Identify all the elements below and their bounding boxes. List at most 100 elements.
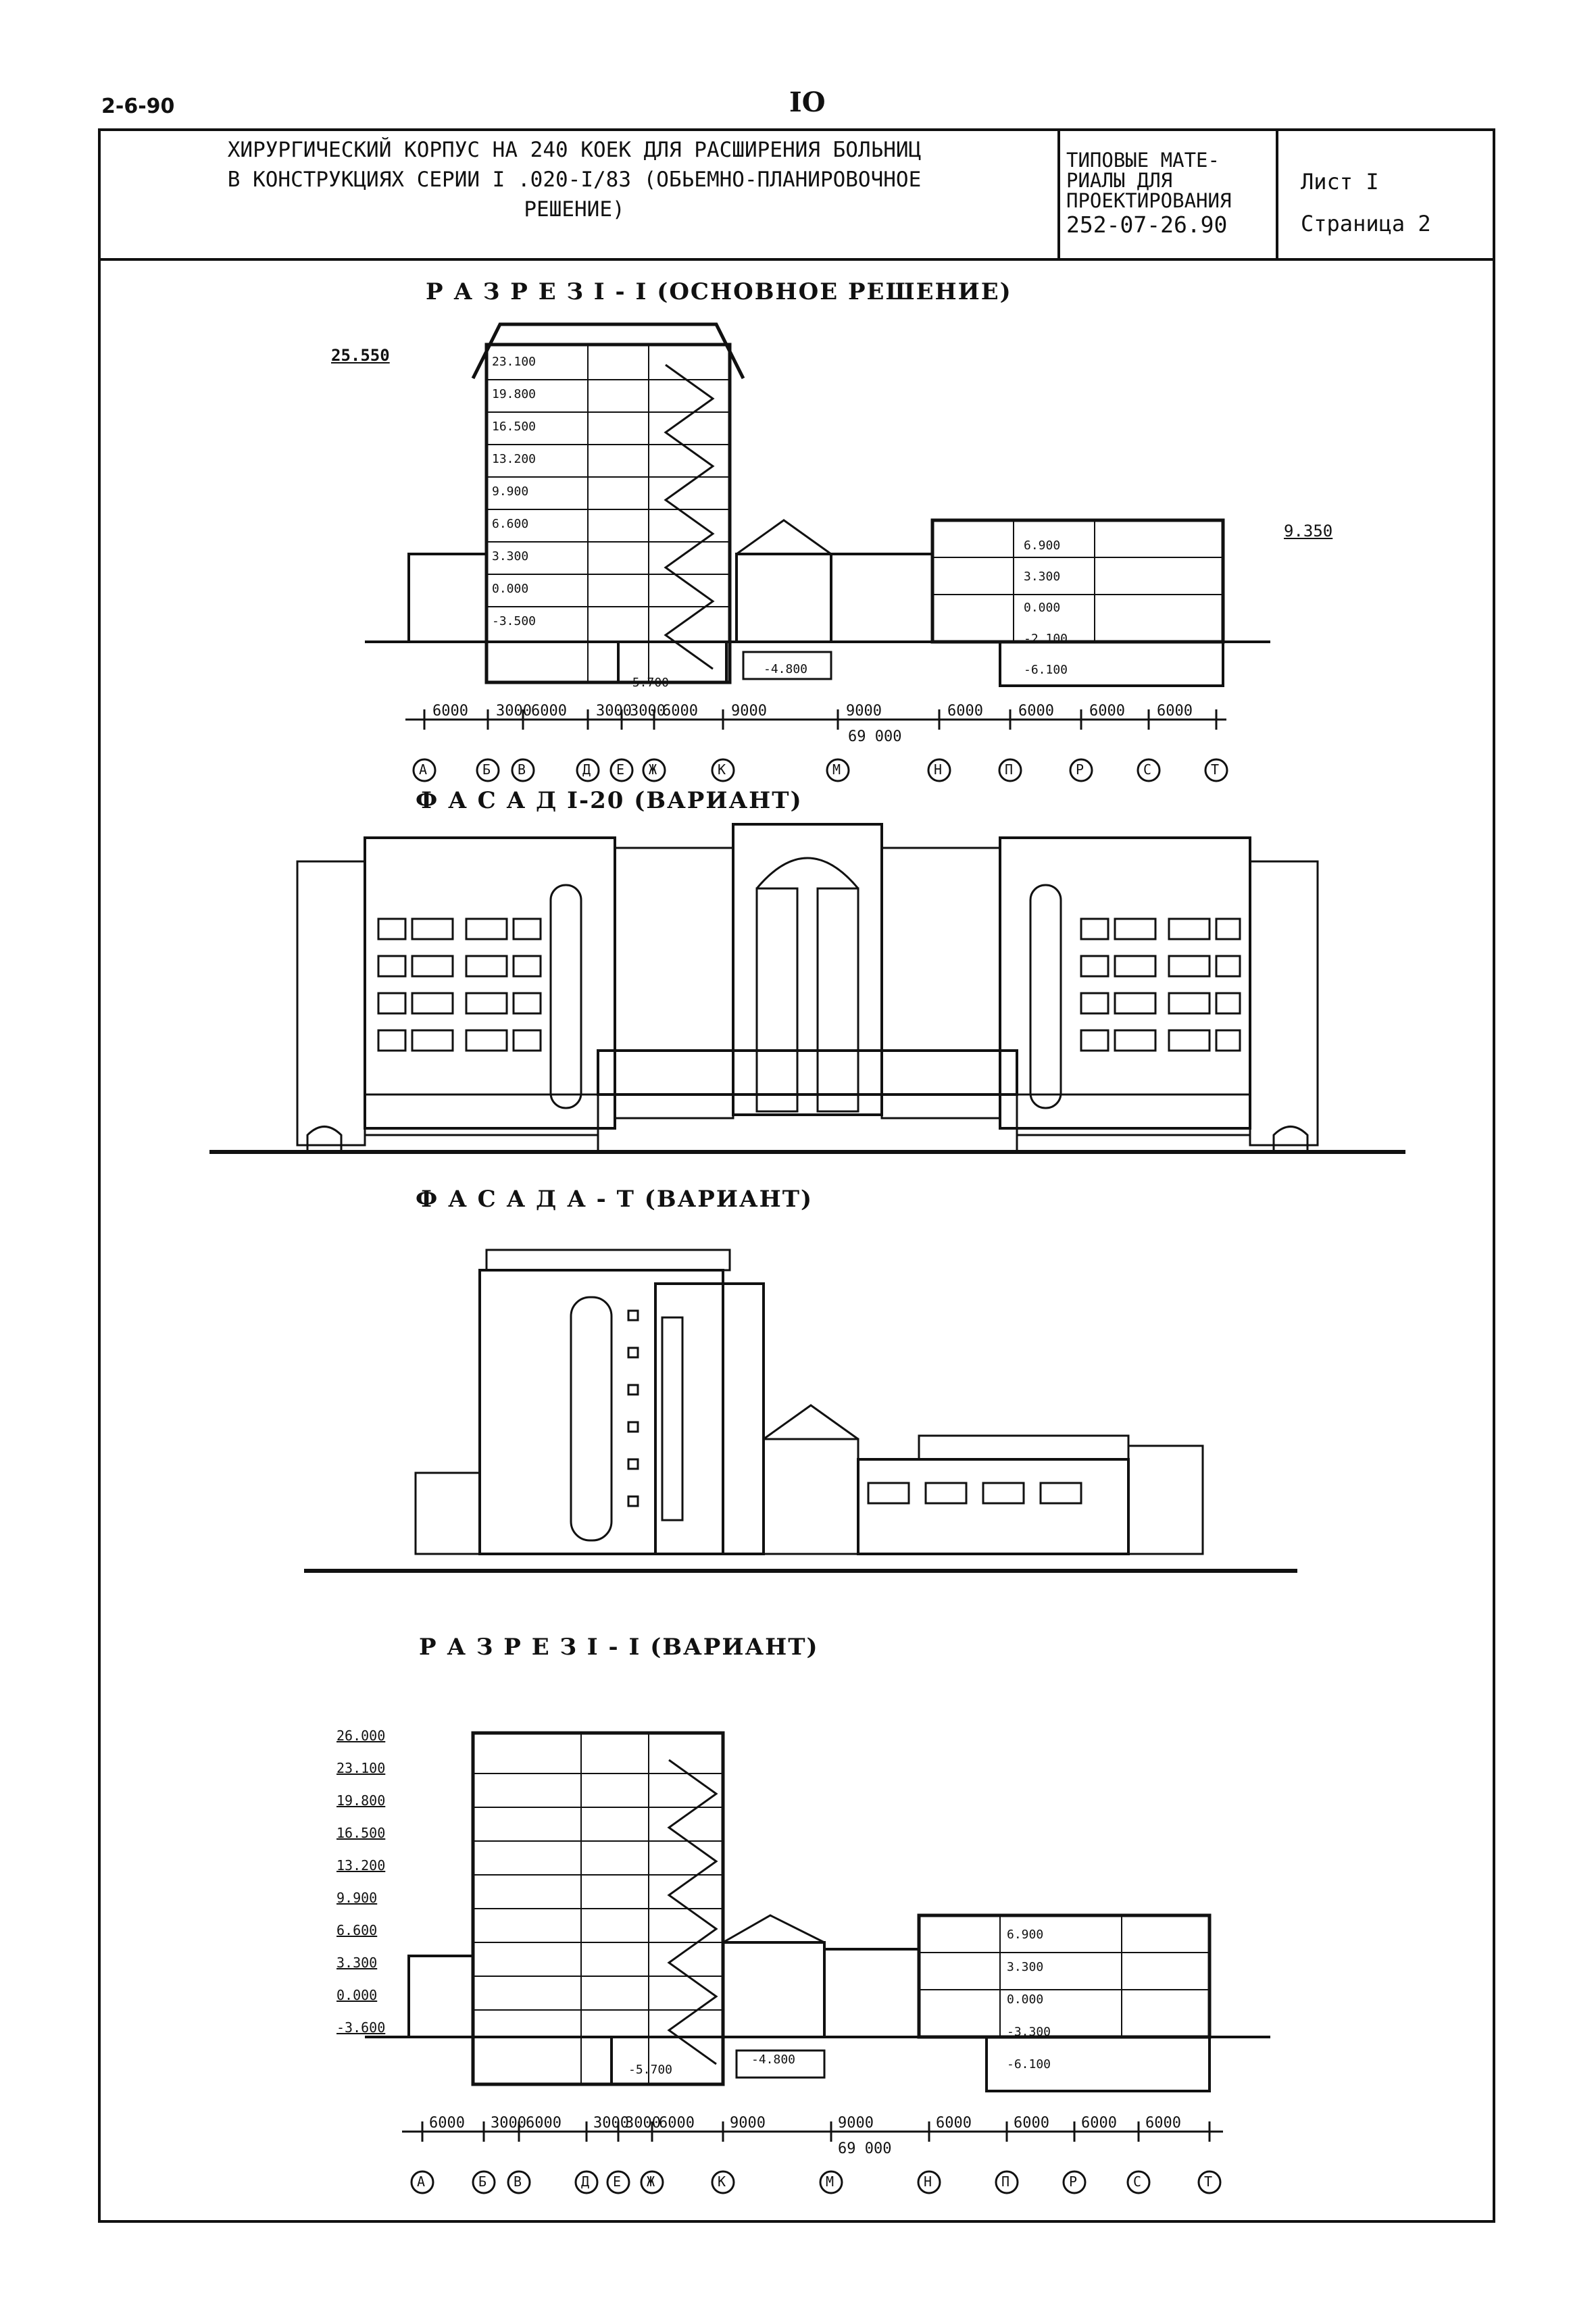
dimension-chain-1: 6000 3000 6000 3000 3000 6000 9000 9000 … [432,703,1230,720]
level-mark: 9.900 [336,1890,378,1906]
axis-label: Т [1204,2173,1213,2190]
level-mark: 16.500 [336,1825,386,1841]
page-label: Страница 2 [1301,211,1431,236]
axis-labels-1: А Б В Д Е Ж К М Н П Р С Т [0,761,1596,782]
document-code: 2-6-90 [101,95,175,118]
section-1-title: Р А З Р Е З I - I (ОСНОВНОЕ РЕШЕНИЕ) [426,278,1012,305]
series-number: 252-07-26.90 [1066,211,1228,238]
dimension-value: 6000 [1018,703,1054,720]
dimension-value: 3000 [625,2115,661,2132]
level-mark: 13.200 [492,452,537,466]
level-mark: 3.300 [1007,1960,1044,1974]
page-number: IO [789,86,826,118]
axis-label: Ж [649,761,657,778]
axis-label: А [419,761,428,778]
facade-1-drawing [209,823,1405,1154]
axis-label: С [1133,2173,1142,2190]
series-block: ТИПОВЫЕ МАТЕ- РИАЛЫ ДЛЯ ПРОЕКТИРОВАНИЯ 2… [1066,149,1262,238]
axis-label: Б [482,761,491,778]
pit-mark: -4.800 [764,662,808,676]
axis-label: Д [581,2173,590,2190]
facade-2-title: Ф А С А Д А - Т (ВАРИАНТ) [416,1186,814,1213]
axis-labels-2: А Б В Д Е Ж К М Н П Р С Т [0,2173,1596,2194]
title-block [98,128,1495,261]
pit-mark: -5.700 [625,676,670,690]
axis-label: Ж [647,2173,655,2190]
dimension-value: 9000 [731,703,767,720]
level-mark: 0.000 [1007,1992,1044,2007]
dimension-value: 6000 [1089,703,1125,720]
level-mark: -3.500 [492,614,537,628]
level-marks-right: 6.900 3.300 0.000 -2.100 -6.100 [1024,530,1068,686]
total-dimension: 69 000 [848,728,902,745]
dimension-value: 6000 [429,2115,465,2132]
axis-label: Р [1076,761,1084,778]
axis-label: В [518,761,526,778]
axis-label: П [1001,2173,1010,2190]
dimension-chain-2: 6000 3000 6000 3000 3000 6000 9000 9000 … [429,2115,1226,2132]
axis-label: Е [613,2173,622,2190]
level-mark: 6.900 [1007,1928,1044,1942]
level-mark: 13.200 [336,1857,386,1873]
axis-label: М [826,2173,834,2190]
level-marks-left: 23.100 19.800 16.500 13.200 9.900 6.600 … [492,346,536,638]
level-mark: 0.000 [492,582,529,596]
top-elevation-mark: 25.550 [331,346,390,365]
title-block-divider [1276,128,1278,261]
drawing-title-line: РЕШЕНИЕ) [524,197,625,222]
dimension-value: 3000 [593,2115,629,2132]
section-2-title: Р А З Р Е З I - I (ВАРИАНТ) [419,1634,819,1661]
dimension-value: 6000 [936,2115,972,2132]
axis-label: Н [934,761,943,778]
axis-label: Н [924,2173,932,2190]
level-mark: 6.600 [492,517,529,531]
dimension-value: 6000 [526,2115,562,2132]
dimension-value: 6000 [662,703,698,720]
series-line: ТИПОВЫЕ МАТЕ- [1066,149,1220,172]
level-mark: 16.500 [492,420,537,434]
level-mark: 3.300 [492,549,529,563]
dimension-value: 6000 [1157,703,1193,720]
dimension-value: 6000 [432,703,468,720]
level-mark: 19.800 [492,387,537,401]
series-line: РИАЛЫ ДЛЯ [1066,169,1173,192]
axis-label: К [718,761,726,778]
axis-label: М [832,761,841,778]
dimension-value: 6000 [1081,2115,1117,2132]
title-block-divider [1057,128,1060,261]
total-dimension: 69 000 [838,2140,892,2157]
level-mark: 9.900 [492,484,529,499]
drawing-title-line: ХИРУРГИЧЕСКИЙ КОРПУС НА 240 КОЕК ДЛЯ РАС… [227,138,922,162]
dimension-value: 3000 [491,2115,526,2132]
drawing-title: ХИРУРГИЧЕСКИЙ КОРПУС НА 240 КОЕК ДЛЯ РАС… [101,135,1047,224]
sheet-label: Лист I [1301,169,1379,195]
dimension-value: 3000 [596,703,632,720]
axis-label: Б [478,2173,487,2190]
dimension-value: 6000 [1014,2115,1049,2132]
level-marks-right-2: 6.900 3.300 0.000 -3.300 -6.100 [1007,1919,1051,2081]
level-mark: -3.300 [1007,2025,1051,2039]
level-mark: -6.100 [1007,2057,1051,2071]
dimension-value: 6000 [659,2115,695,2132]
dimension-value: 6000 [1145,2115,1181,2132]
axis-label: В [514,2173,522,2190]
dimension-value: 3000 [496,703,532,720]
axis-label: П [1005,761,1014,778]
right-elevation-mark: 9.350 [1284,522,1333,540]
drawing-title-line: В КОНСТРУКЦИЯХ СЕРИИ I .020-I/83 (ОБЬЕМН… [227,168,922,192]
dimension-value: 9000 [846,703,882,720]
dimension-value: 6000 [531,703,567,720]
level-mark: 23.100 [336,1760,386,1776]
axis-label: Т [1211,761,1220,778]
level-mark: 3.300 [1024,570,1061,584]
level-mark: 19.800 [336,1792,386,1809]
level-mark: -3.600 [336,2019,386,2036]
pit-mark: -5.700 [628,2063,673,2077]
pit-mark: -4.800 [751,2053,796,2067]
dimension-value: 9000 [730,2115,766,2132]
axis-label: А [417,2173,426,2190]
dimension-value: 9000 [838,2115,874,2132]
dimension-value: 6000 [947,703,983,720]
level-mark: -2.100 [1024,632,1068,646]
section-2-drawing [365,1731,1270,2194]
